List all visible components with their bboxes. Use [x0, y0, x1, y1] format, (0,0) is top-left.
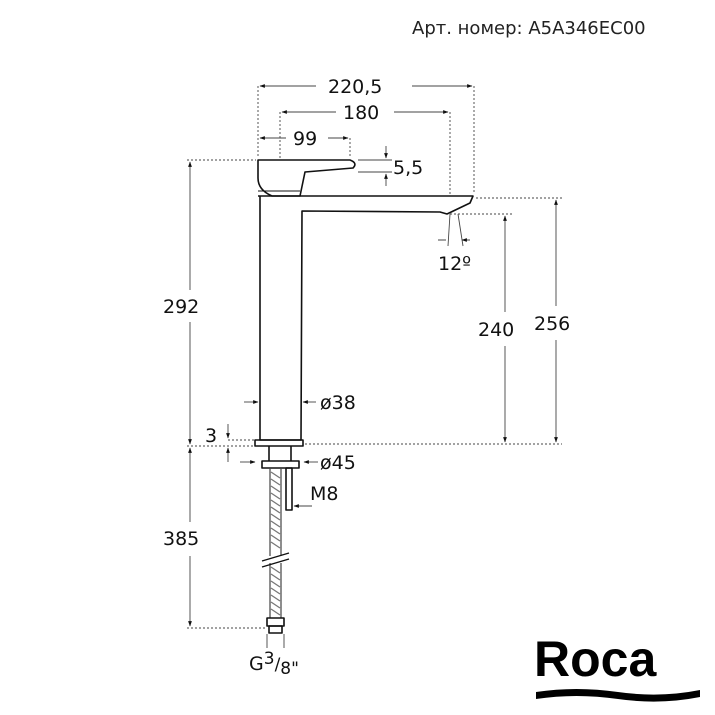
dim-hose-length: 385: [163, 528, 199, 550]
dim-height-total: 292: [163, 296, 199, 318]
article-number: Арт. номер: A5A346EC00: [412, 18, 646, 39]
faucet-outline: [254, 159, 474, 634]
dim-spout-angle: 12º: [438, 253, 471, 275]
base-flange: [254, 439, 304, 447]
lever-handle: [257, 159, 356, 197]
roca-logo-text: Roca: [534, 631, 657, 687]
dim-handle: 99: [293, 128, 317, 150]
dim-width-total: 220,5: [328, 76, 382, 98]
dim-base-diameter: ø45: [320, 452, 356, 474]
roca-logo-wave: [536, 689, 700, 702]
dim-outlet-to-base: 240: [478, 319, 514, 341]
dim-spout-reach: 180: [343, 102, 379, 124]
dim-stud-thread: M8: [310, 483, 338, 505]
flexible-hose: [269, 468, 282, 618]
hose-braid: [270, 471, 281, 616]
roca-logo: Roca: [534, 631, 700, 702]
faucet-body: [258, 195, 474, 441]
dim-base-offset: 3: [205, 425, 217, 447]
dimension-lines: [187, 84, 562, 648]
mounting-nut: [261, 460, 300, 469]
dim-hose-connection: G3/8": [249, 649, 299, 679]
threaded-stud: [285, 467, 293, 511]
dim-lever-gap: 5,5: [393, 157, 423, 179]
hose-fitting: [266, 617, 285, 627]
dim-body-diameter: ø38: [320, 392, 356, 414]
hose-break-marks: [261, 552, 290, 568]
dim-height-256: 256: [534, 313, 570, 335]
